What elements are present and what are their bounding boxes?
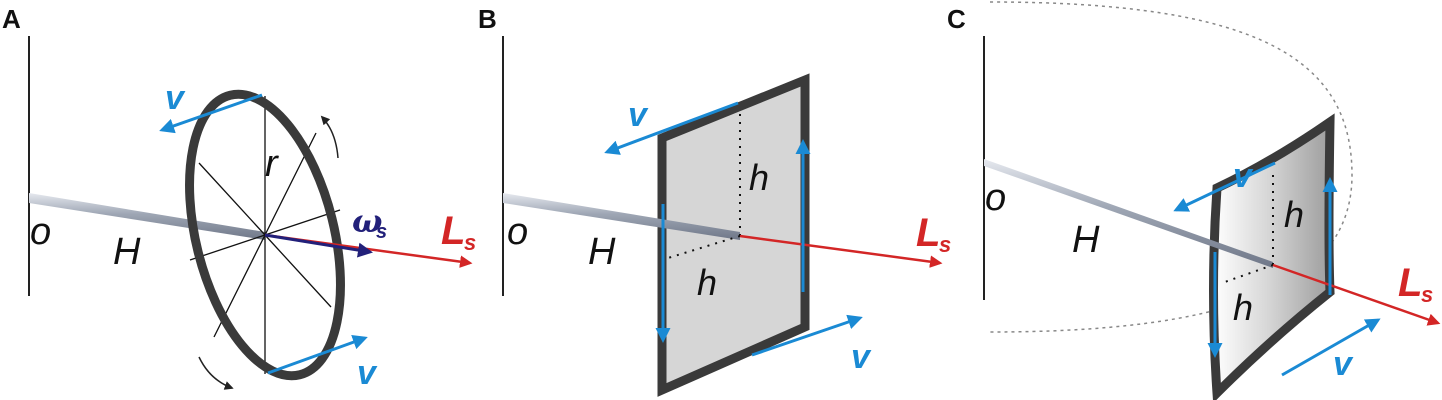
panel-c-letter: C <box>947 4 966 34</box>
panel-c-orbit-path <box>989 1 1353 333</box>
panel-a-letter: A <box>2 4 21 34</box>
panel-c-arm-label: H <box>1072 219 1100 261</box>
panel-a-L-label: L <box>441 209 465 253</box>
panel-a-omega-subscript: s <box>376 221 387 243</box>
panel-a-origin-label: o <box>30 211 51 253</box>
panel-b-arm-label: H <box>588 231 616 273</box>
panel-a: A o H r v v ω s L <box>2 4 476 392</box>
panel-c-h-vertical-label: h <box>1284 194 1304 235</box>
panel-a-velocity-label-bottom: v <box>357 354 378 392</box>
panel-c-origin-label: o <box>985 177 1006 219</box>
panel-a-omega-label: ω <box>352 202 382 240</box>
panel-a-arm-rod <box>29 193 265 240</box>
panel-b: B o H h h v v L s <box>478 4 951 397</box>
panel-b-L-label: L <box>916 211 940 255</box>
panel-a-rotation-arc-bottom <box>198 356 234 390</box>
panel-b-arm-rod <box>503 193 740 240</box>
panel-a-arm-label: H <box>113 231 141 273</box>
panel-b-velocity-label-top: v <box>628 96 649 134</box>
panel-c-L-arrow <box>1272 263 1441 326</box>
panel-c-L-label: L <box>1398 261 1422 305</box>
panel-b-L-subscript: s <box>939 232 951 257</box>
panel-c-L-subscript: s <box>1421 282 1433 307</box>
panel-c: C o H h h v v L s <box>947 1 1441 400</box>
panel-c-h-horizontal-label: h <box>1233 287 1253 328</box>
panel-a-L-subscript: s <box>464 230 476 255</box>
panel-b-h-vertical-label: h <box>749 157 769 198</box>
panel-c-velocity-arrow-bottom <box>1281 318 1381 377</box>
panel-a-velocity-arrow-bottom <box>267 335 368 375</box>
panel-a-omega-arrow <box>264 233 373 258</box>
panel-b-L-arrow <box>739 234 943 268</box>
panel-c-arm-rod <box>984 159 1273 268</box>
panel-a-radius-label: r <box>265 143 279 185</box>
panel-b-letter: B <box>478 4 497 34</box>
panel-c-velocity-arrow-top <box>1173 161 1276 212</box>
panel-a-velocity-label-top: v <box>165 79 186 117</box>
panel-c-velocity-label-top: v <box>1233 157 1254 195</box>
panel-a-ring <box>185 89 345 381</box>
panel-a-rotation-arc-top <box>320 115 339 159</box>
panel-b-velocity-arrow-bottom <box>751 314 863 357</box>
panel-b-origin-label: o <box>507 211 528 253</box>
panel-b-velocity-arrow-top <box>604 101 739 155</box>
panel-c-h-guides <box>1221 172 1274 284</box>
panel-b-h-horizontal-label: h <box>697 262 717 303</box>
panel-a-velocity-arrow-top <box>159 93 263 134</box>
panel-c-velocity-label-bottom: v <box>1333 345 1354 383</box>
panel-c-curved-plate <box>1209 113 1335 400</box>
panel-b-velocity-label-bottom: v <box>851 338 872 376</box>
